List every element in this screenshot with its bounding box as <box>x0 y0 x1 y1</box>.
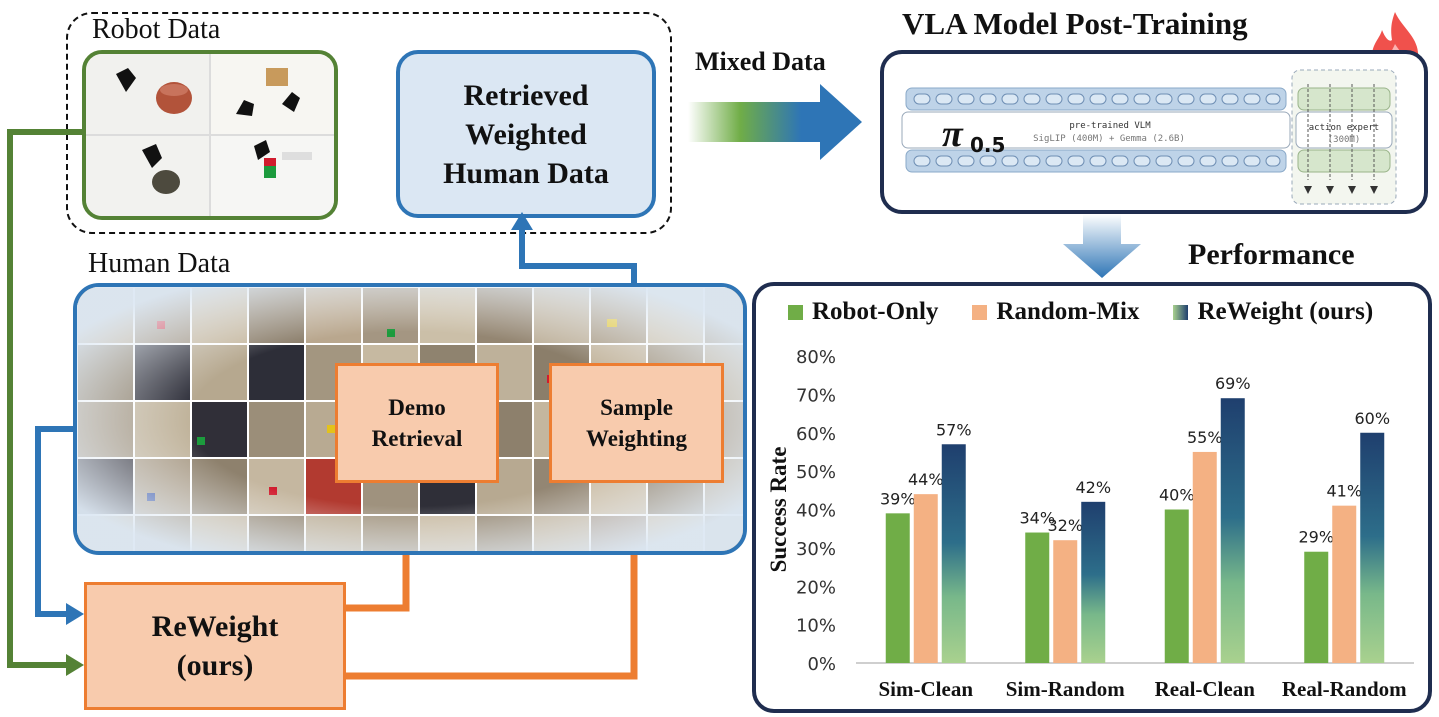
pi05-architecture <box>901 69 1397 205</box>
retrieved-line1: Retrieved <box>463 78 589 112</box>
robot-scene-illustration <box>86 54 334 216</box>
chart-legend: Robot-Only Random-Mix ReWeight (ours) <box>788 298 1373 326</box>
y-tick-label: 20% <box>796 577 836 598</box>
vla-post-training-title: VLA Model Post-Training <box>902 6 1248 41</box>
legend-label-reweight: ReWeight (ours) <box>1197 298 1374 325</box>
sample-weighting-box: Sample Weighting <box>549 363 724 483</box>
bar-data-label: 69% <box>1215 374 1251 393</box>
bar-data-label: 29% <box>1298 528 1334 547</box>
bar-random-mix <box>1053 540 1078 663</box>
legend-swatch-reweight <box>1173 304 1189 320</box>
legend-robot-only: Robot-Only <box>788 298 938 326</box>
reweight-line1: ReWeight <box>151 610 279 643</box>
bar-reweight <box>1081 501 1106 663</box>
sample-line2: Weighting <box>586 426 687 451</box>
bar-data-label: 39% <box>880 489 916 508</box>
reweight-box: ReWeight (ours) <box>84 582 346 710</box>
mixed-data-arrow <box>688 84 862 160</box>
legend-label-random-mix: Random-Mix <box>996 298 1140 325</box>
legend-random-mix: Random-Mix <box>972 298 1139 326</box>
legend-reweight: ReWeight (ours) <box>1173 298 1373 326</box>
bar-random-mix <box>1332 505 1357 663</box>
y-tick-label: 80% <box>796 347 836 368</box>
x-tick-label: Real-Random <box>1282 677 1407 701</box>
success-rate-chart: 0% 10% 20% 30% 40% 50% 60% 70% 80% Success Rate 39… <box>766 347 1414 701</box>
reweight-line2: (ours) <box>176 649 254 682</box>
x-tick-label: Sim-Clean <box>879 677 974 701</box>
bar-data-label: 41% <box>1326 482 1362 501</box>
performance-down-arrow <box>1063 214 1141 278</box>
performance-title: Performance <box>1188 238 1355 271</box>
vlm-label: pre-trained VLM <box>1069 121 1151 131</box>
y-tick-label: 40% <box>796 501 836 522</box>
human-to-reweight-arrow <box>35 426 79 617</box>
demo-retrieval-box: Demo Retrieval <box>335 363 499 483</box>
legend-label-robot-only: Robot-Only <box>812 298 939 325</box>
robot-data-images <box>82 50 338 220</box>
human-data-title: Human Data <box>88 248 231 279</box>
legend-swatch-robot-only <box>788 304 803 320</box>
bar-data-label: 42% <box>1075 478 1111 497</box>
robot-to-reweight-arrow <box>7 129 84 668</box>
y-axis-label: Success Rate <box>766 447 791 573</box>
retrieved-line3: Human Data <box>443 156 609 190</box>
bar-robot-only <box>1025 532 1050 663</box>
legend-swatch-random-mix <box>972 304 988 320</box>
x-tick-label: Sim-Random <box>1006 677 1126 701</box>
retrieved-line2: Weighted <box>465 117 587 151</box>
vlm-sub: SigLIP (400M) + Gemma (2.6B) <box>1033 134 1185 144</box>
bar-data-label: 32% <box>1047 516 1083 535</box>
robot-data-region <box>66 12 672 234</box>
vla-model-box: π 0.5 pre-trained VLM SigLIP (400M) + Ge… <box>880 50 1428 214</box>
bar-robot-only <box>1304 551 1329 663</box>
bar-random-mix <box>1192 451 1217 663</box>
bar-random-mix <box>913 494 938 663</box>
bar-data-label: 60% <box>1354 409 1390 428</box>
bar-data-label: 44% <box>908 470 944 489</box>
x-tick-label: Real-Clean <box>1155 677 1256 701</box>
bar-reweight <box>941 444 966 663</box>
bar-robot-only <box>1164 509 1189 663</box>
pi-subscript: 0.5 <box>970 133 1006 157</box>
bar-robot-only <box>885 513 910 663</box>
y-tick-label: 50% <box>796 462 836 483</box>
pi-symbol: π <box>942 113 963 155</box>
y-tick-label: 70% <box>796 385 836 406</box>
bar-data-label: 57% <box>936 420 972 439</box>
y-tick-label: 0% <box>807 654 836 675</box>
bar-data-label: 34% <box>1019 509 1055 528</box>
expert-sub: (300M) <box>1327 135 1361 145</box>
retrieved-weighted-human-data-box: Retrieved Weighted Human Data <box>396 50 656 218</box>
mixed-data-label: Mixed Data <box>695 47 826 76</box>
demo-line2: Retrieval <box>371 426 463 451</box>
bar-data-label: 40% <box>1159 486 1195 505</box>
y-tick-label: 60% <box>796 424 836 445</box>
bar-reweight <box>1360 432 1385 663</box>
y-tick-label: 10% <box>796 616 836 637</box>
y-tick-label: 30% <box>796 539 836 560</box>
sample-line1: Sample <box>600 395 673 420</box>
bar-reweight <box>1220 398 1245 663</box>
expert-label: action expert <box>1308 123 1380 133</box>
robot-data-title: Robot Data <box>92 14 221 45</box>
demo-line1: Demo <box>388 395 446 420</box>
performance-panel: Robot-Only Random-Mix ReWeight (ours) 0%… <box>752 282 1432 713</box>
bar-data-label: 55% <box>1187 428 1223 447</box>
